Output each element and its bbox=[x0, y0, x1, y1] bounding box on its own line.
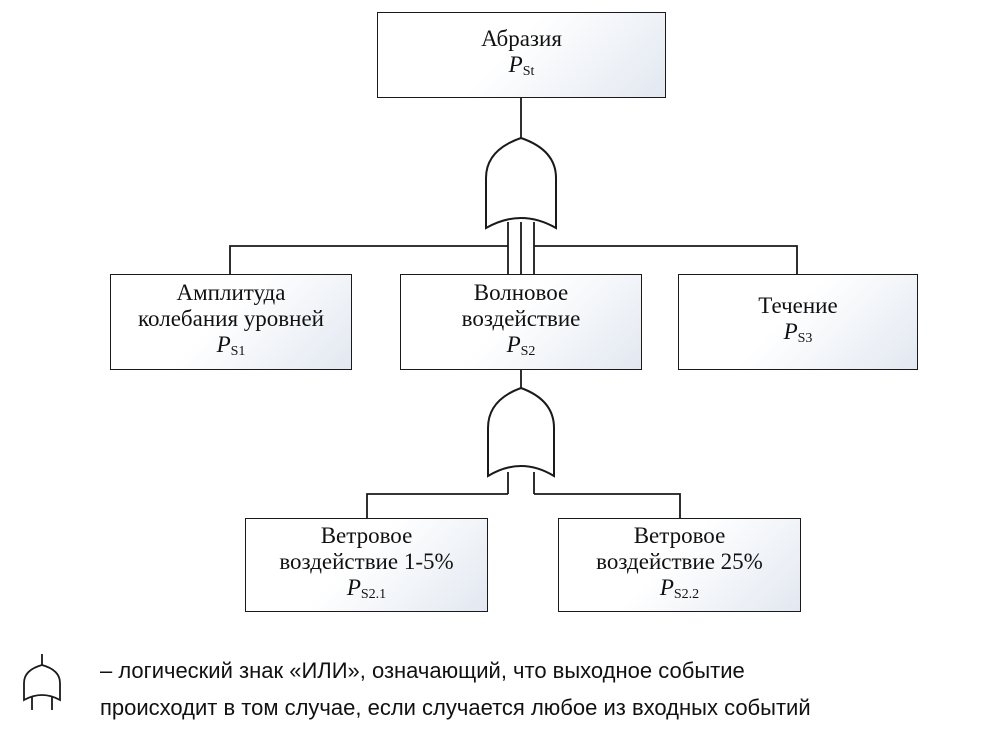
connector-gate1-s3 bbox=[534, 245, 798, 274]
connector-gate2-s22 bbox=[534, 493, 681, 518]
or-gate-icon bbox=[485, 136, 557, 230]
legend-text: – логический знак «ИЛИ», означающий, что… bbox=[100, 652, 980, 726]
node-current: Течение PS3 bbox=[678, 274, 918, 370]
node-wind-impact-1-5: Ветровое воздействие 1-5% PS2.1 bbox=[245, 518, 488, 612]
node-level-amplitude: Амплитуда колебания уровней PS1 bbox=[110, 274, 352, 370]
legend-line-1: – логический знак «ИЛИ», означающий, что… bbox=[100, 658, 745, 683]
legend-or-gate-icon bbox=[23, 654, 61, 710]
node-wave-impact: Волновое воздействие PS2 bbox=[400, 274, 642, 370]
legend-line-2: происходит в том случае, если случается … bbox=[100, 695, 811, 720]
node-abrasion: Абразия PSt bbox=[377, 12, 666, 98]
node-wind-impact-25: Ветровое воздействие 25% PS2.2 bbox=[558, 518, 801, 612]
or-gate-icon bbox=[487, 386, 555, 478]
connector-gate1-s1 bbox=[229, 245, 508, 274]
connector-gate2-s21 bbox=[366, 493, 508, 518]
